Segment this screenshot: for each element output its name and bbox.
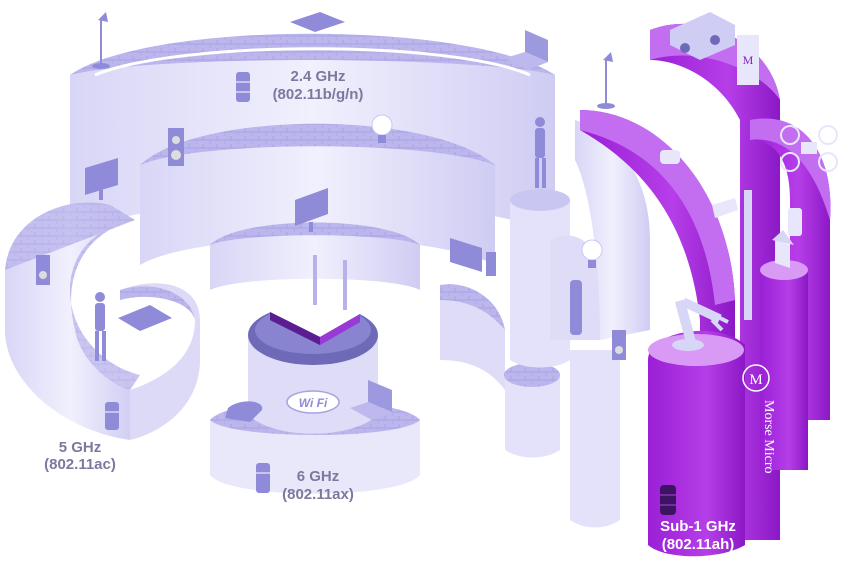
morse-micro-logo: M Morse Micro: [742, 364, 776, 474]
band-sub1ghz-line1: Sub-1 GHz: [660, 518, 736, 535]
charger-icon: M: [737, 35, 759, 85]
speaker-icon: [36, 255, 50, 285]
sensor-icon: [660, 150, 680, 164]
database-icon: [660, 485, 676, 515]
laptop-icon: [350, 380, 392, 420]
wifi-badge-text: Wi Fi: [299, 396, 328, 410]
logo-letter: M: [749, 372, 762, 388]
lamp-icon: [597, 52, 615, 109]
speaker-icon: [168, 128, 184, 166]
tablet-icon: [290, 12, 345, 32]
band-5ghz-line2: (802.11ac): [44, 456, 116, 473]
lantern-icon: [772, 230, 794, 268]
router-icon: [270, 255, 360, 345]
laptop-icon: [505, 30, 548, 70]
tablet-icon: [118, 305, 172, 331]
camera-icon: [712, 190, 752, 320]
database-icon: [105, 402, 119, 430]
band-6ghz-line1: 6 GHz: [297, 468, 340, 485]
drone-icon: [780, 125, 838, 172]
database-icon: [236, 72, 250, 102]
person-icon: [95, 292, 106, 361]
band-sub1ghz-line2: (802.11ah): [662, 536, 735, 553]
bulb-icon: [371, 114, 393, 143]
monitor-icon: [450, 238, 496, 276]
thermostat-icon: [788, 208, 802, 236]
band-24ghz-line2: (802.11b/g/n): [273, 86, 364, 103]
band-5ghz-line1: 5 GHz: [59, 439, 102, 456]
band-24ghz-line1: 2.4 GHz: [290, 68, 345, 85]
person-icon: [535, 117, 546, 188]
monitor-icon: [85, 158, 118, 200]
brand-name: Morse Micro: [761, 400, 776, 474]
svg-text:M: M: [743, 53, 754, 67]
wifi-logo-icon: Wi Fi: [286, 390, 340, 414]
robot-arm-icon: [672, 297, 729, 351]
database-icon: [256, 463, 270, 493]
device-icon: [225, 401, 263, 422]
speaker-icon: [612, 330, 626, 360]
lamp-icon: [92, 12, 110, 69]
sensor-icon: [570, 280, 582, 335]
bulb-icon: [581, 239, 603, 268]
car-icon: [670, 12, 735, 60]
monitor-icon: [295, 188, 328, 232]
band-6ghz-line2: (802.11ax): [282, 486, 354, 503]
